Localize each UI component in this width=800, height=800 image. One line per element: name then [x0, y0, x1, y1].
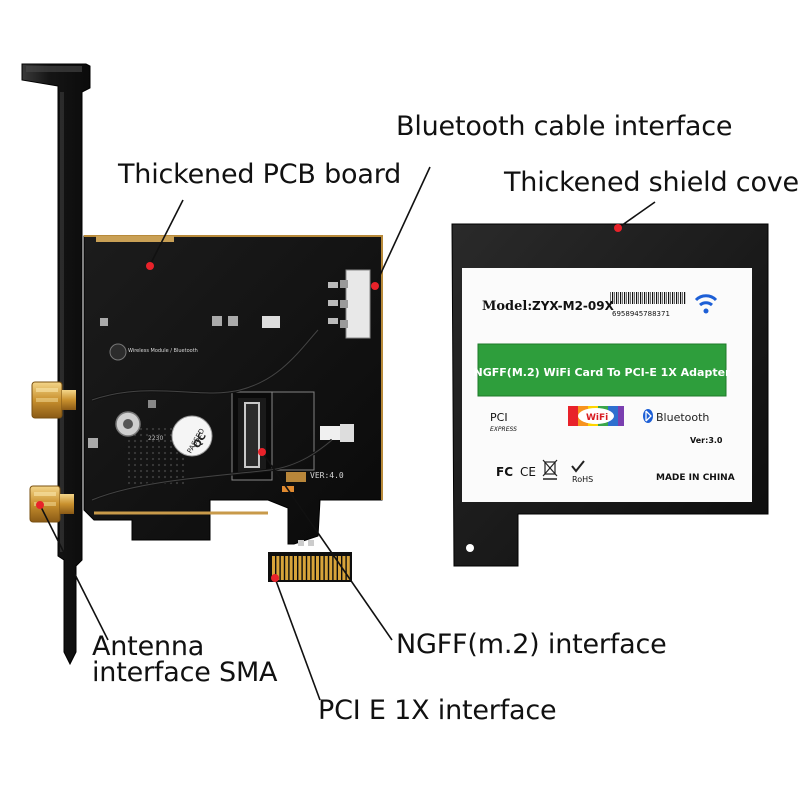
gold-finger — [324, 556, 328, 580]
sma-connector-bottom — [29, 485, 74, 523]
leader-line-shield — [617, 201, 656, 229]
red-markers — [36, 224, 622, 582]
label-barcode-number: 6958945788371 — [612, 310, 670, 318]
label-ce: CE — [520, 465, 536, 479]
label-made-in: MADE IN CHINA — [656, 473, 735, 483]
gold-finger — [338, 556, 341, 580]
label-wifi: WiFi — [586, 413, 608, 423]
pcie-edge-connector — [268, 552, 352, 582]
gold-finger — [333, 556, 337, 580]
leader-line-antenna — [39, 504, 109, 641]
callout-shield-cover: Thickened shield cover — [504, 167, 800, 198]
weee-bin-icon — [542, 459, 558, 480]
gold-finger — [329, 556, 333, 580]
marker-pcie — [271, 574, 279, 582]
gold-finger — [307, 556, 311, 580]
gold-finger — [289, 556, 293, 580]
label-pci: PCI — [490, 411, 508, 424]
gold-finger — [316, 556, 319, 580]
callout-bluetooth-cable: Bluetooth cable interface — [396, 111, 733, 142]
gold-finger — [294, 556, 297, 580]
gold-finger — [280, 556, 284, 580]
label-version: Ver:3.0 — [690, 436, 723, 445]
wifi-signal-icon — [694, 294, 718, 314]
label-model: Model: — [482, 299, 532, 314]
marker-shield — [614, 224, 622, 232]
board-cap-text: 2230 — [148, 435, 163, 442]
rohs-check-icon — [571, 460, 585, 473]
leader-line-bluetooth — [374, 166, 431, 287]
wifi-logo — [568, 406, 624, 426]
leader-line-ngff — [261, 451, 393, 641]
gold-finger — [276, 556, 280, 580]
gold-finger — [311, 556, 315, 580]
bluetooth-icon — [643, 409, 653, 423]
leader-line-pcie — [274, 577, 321, 701]
gold-finger — [272, 556, 275, 580]
callout-pcb-board: Thickened PCB board — [118, 159, 402, 190]
label-bluetooth: Bluetooth — [656, 411, 709, 424]
qc-sticker — [171, 415, 213, 457]
gold-finger — [298, 556, 302, 580]
callout-antenna-line2: interface SMA — [92, 657, 278, 688]
sma-connector-top — [31, 381, 76, 419]
gold-finger — [285, 556, 289, 580]
marker-ngff — [258, 448, 266, 456]
pcb-board — [83, 235, 383, 582]
label-model-code: ZYX-M2-09X — [532, 299, 615, 313]
callout-ngff: NGFF(m.2) interface — [396, 629, 667, 660]
label-fc: FC — [496, 465, 513, 479]
marker-antenna — [36, 501, 44, 509]
gold-finger — [302, 556, 306, 580]
pcie-bracket — [21, 63, 91, 666]
board-silk-text: Wireless Module / Bluetooth — [128, 348, 198, 354]
m2-slot — [231, 391, 273, 481]
label-banner: NGFF(M.2) WiFi Card To PCI-E 1X Adapter — [474, 366, 732, 379]
shield-cover — [451, 223, 769, 567]
label-rohs: RoHS — [572, 475, 593, 484]
bluetooth-header — [328, 269, 371, 339]
gold-finger — [346, 556, 350, 580]
marker-pcb — [146, 262, 154, 270]
board-version-text: VER:4.0 — [310, 471, 344, 480]
gold-finger — [342, 556, 346, 580]
label-pci-express: EXPRESS — [490, 426, 517, 433]
callout-lines — [39, 166, 656, 701]
gold-finger — [320, 556, 324, 580]
leader-line-pcb — [149, 199, 184, 266]
callout-pcie: PCI E 1X interface — [318, 695, 557, 726]
marker-bluetooth — [371, 282, 379, 290]
callout-antenna-line1: Antenna — [92, 631, 205, 662]
